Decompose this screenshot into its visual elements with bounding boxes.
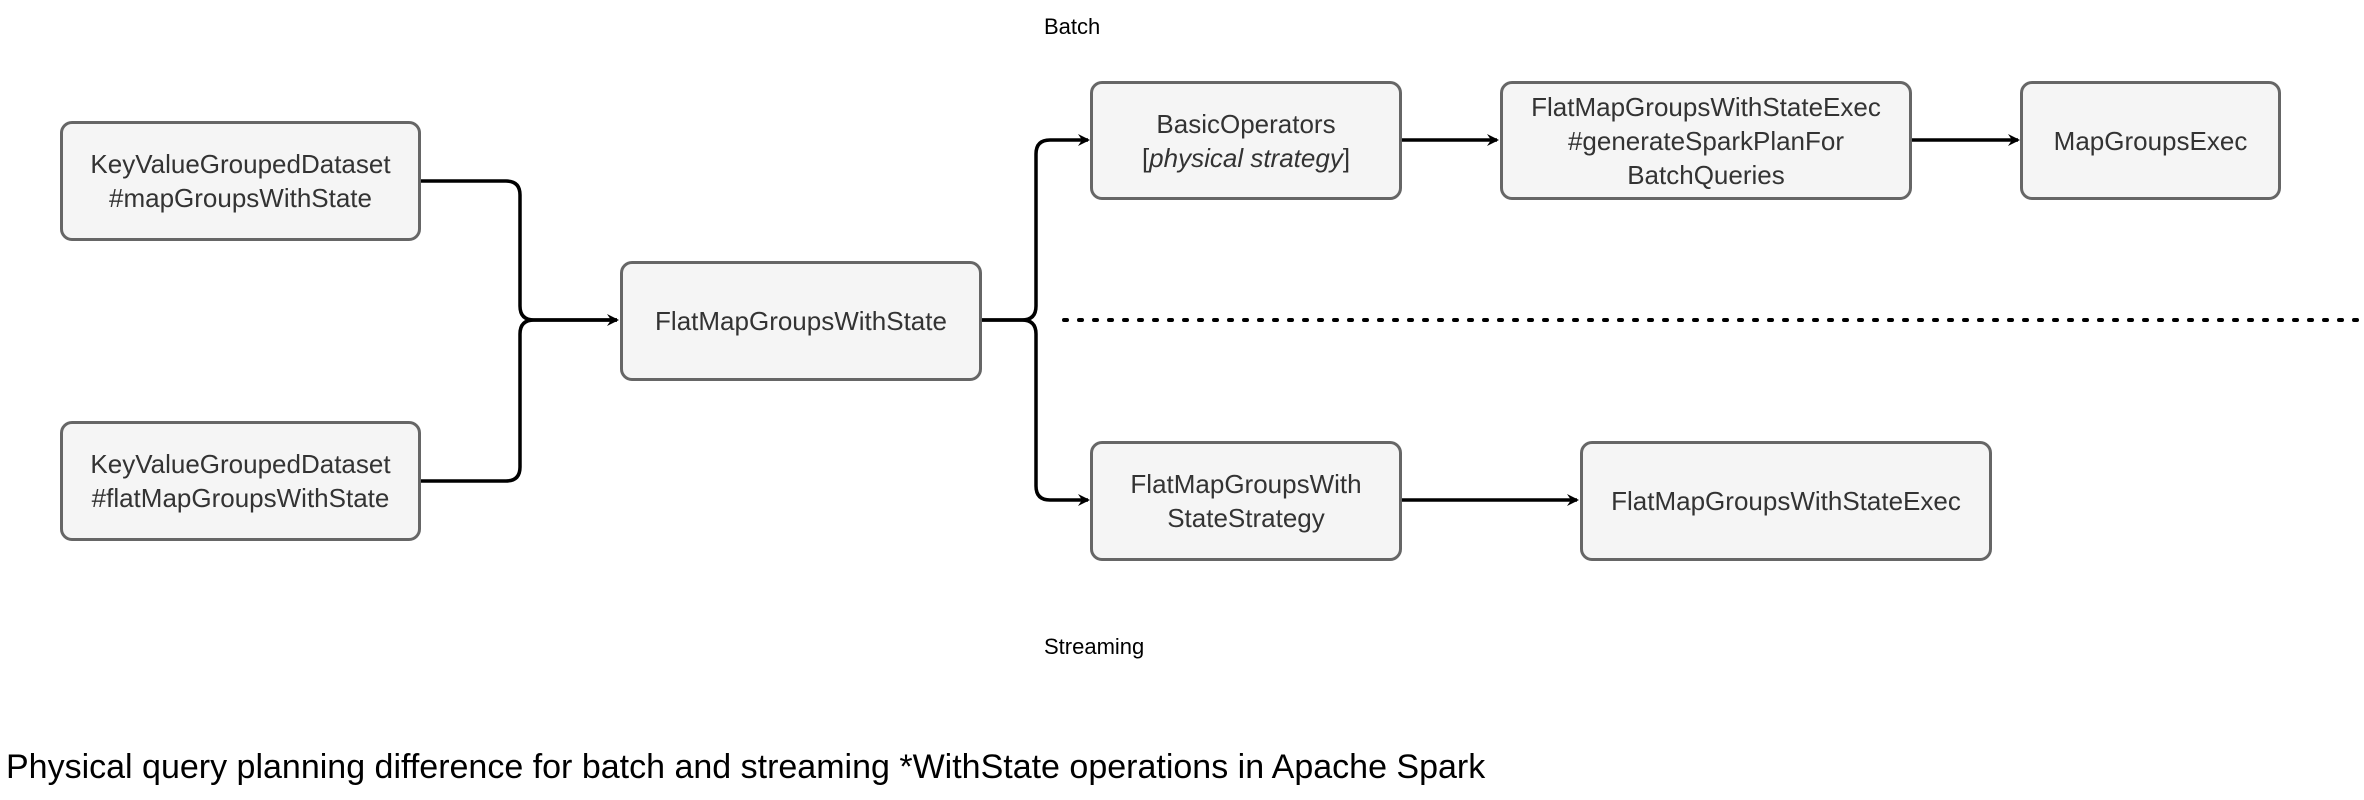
node-line: FlatMapGroupsWithStateExec — [1611, 486, 1961, 516]
streaming-label: Streaming — [1044, 634, 1145, 659]
node-line: #mapGroupsWithState — [108, 183, 372, 213]
node-basicoperators: BasicOperators [physical strategy] — [1090, 81, 1402, 200]
node-line: FlatMapGroupsWithState — [655, 306, 947, 336]
node-flatmapgroupswithstate: FlatMapGroupsWithState — [620, 261, 982, 381]
node-flatmapgroupswithstateexec-batch: FlatMapGroupsWithStateExec #generateSpar… — [1500, 81, 1912, 200]
node-flatmapgroupswithstatestrategy: FlatMapGroupsWith StateStrategy — [1090, 441, 1402, 561]
node-line: #generateSparkPlanFor — [1567, 125, 1845, 156]
node-flatmapgroupswithstateexec-stream: FlatMapGroupsWithStateExec — [1580, 441, 1992, 561]
node-line: BatchQueries — [1627, 159, 1785, 190]
node-mapgroupsexec: MapGroupsExec — [2020, 81, 2281, 200]
bracket-close: ] — [1342, 142, 1351, 173]
node-line: BasicOperators — [1156, 108, 1336, 139]
node-kvgd-flatmapgroupswithstate: KeyValueGroupedDataset #flatMapGroupsWit… — [60, 421, 421, 541]
edge-map-to-flatmap — [420, 179, 619, 326]
node-line: MapGroupsExec — [2053, 125, 2248, 156]
node-line: KeyValueGroupedDataset — [90, 149, 391, 179]
bracket-open: [ — [1141, 142, 1150, 173]
node-line: [physical strategy] — [1142, 141, 1350, 175]
edge-flatmap-to-basicops — [981, 134, 1090, 322]
node-line: #flatMapGroupsWithState — [91, 483, 390, 513]
edge-flatmapgws-to-flatmap — [420, 318, 617, 483]
node-kvgd-mapgroupswithstate: KeyValueGroupedDataset #mapGroupsWithSta… — [60, 121, 421, 241]
batch-label: Batch — [1044, 14, 1101, 39]
diagram-caption: Physical query planning difference for b… — [6, 748, 1486, 786]
node-line: FlatMapGroupsWithStateExec — [1531, 91, 1881, 122]
node-line: StateStrategy — [1167, 503, 1325, 533]
node-line: FlatMapGroupsWith — [1130, 469, 1362, 499]
edge-flatmap-to-strategy — [981, 318, 1090, 506]
node-line: KeyValueGroupedDataset — [90, 449, 391, 479]
physical-strategy-text: physical strategy — [1149, 142, 1343, 173]
